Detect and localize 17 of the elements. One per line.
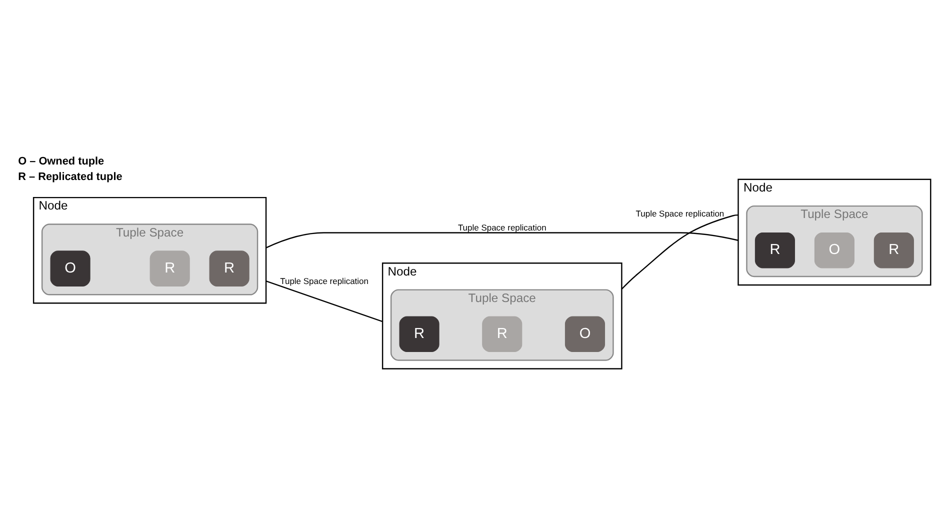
label: O – Owned tuple xyxy=(18,155,104,168)
node-box: R xyxy=(209,250,250,286)
connector xyxy=(621,214,738,290)
edge-label: Tuple Space replication xyxy=(280,276,368,286)
connector xyxy=(266,232,738,248)
node-box: R xyxy=(874,232,914,268)
node-box: O xyxy=(814,232,854,268)
edge-label: Tuple Space replication xyxy=(636,208,724,218)
node-box: O xyxy=(564,316,606,352)
label: R – Replicated tuple xyxy=(18,171,122,184)
node-box: R xyxy=(399,316,440,352)
edge-label: Tuple Space replication xyxy=(458,222,546,232)
node-box: R xyxy=(482,316,522,352)
node-box: R xyxy=(754,232,795,268)
node-box: R xyxy=(150,250,190,286)
node-box: O xyxy=(50,250,90,286)
connector xyxy=(266,280,383,322)
